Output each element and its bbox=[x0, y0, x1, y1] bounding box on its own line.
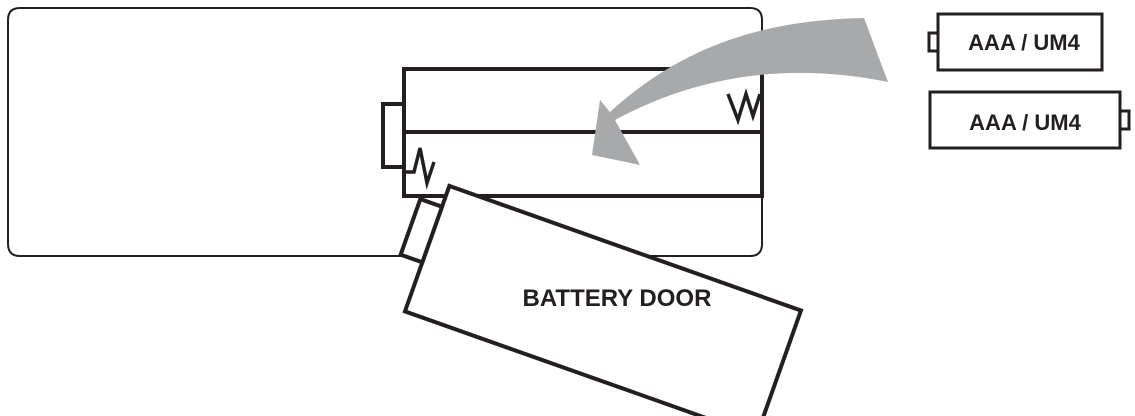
spring-contact-bottom bbox=[406, 147, 436, 190]
battery-1-body bbox=[936, 12, 1104, 72]
aaa-battery-1: AAA / UM4 bbox=[927, 12, 1104, 72]
battery-door-tab bbox=[398, 196, 445, 265]
compartment-terminal-tab bbox=[381, 102, 406, 169]
battery-door: BATTERY DOOR bbox=[398, 183, 804, 416]
insert-arrow bbox=[592, 18, 888, 165]
battery-2-label: AAA / UM4 bbox=[969, 110, 1081, 135]
spring-contact-top bbox=[726, 88, 762, 126]
battery-1-terminal bbox=[927, 31, 940, 53]
battery-door-label: BATTERY DOOR bbox=[523, 285, 712, 312]
battery-compartment bbox=[381, 67, 764, 198]
battery-1-label: AAA / UM4 bbox=[968, 30, 1080, 55]
battery-2-terminal bbox=[1118, 109, 1131, 131]
aaa-battery-2: AAA / UM4 bbox=[928, 90, 1131, 150]
battery-2-body bbox=[928, 90, 1122, 150]
